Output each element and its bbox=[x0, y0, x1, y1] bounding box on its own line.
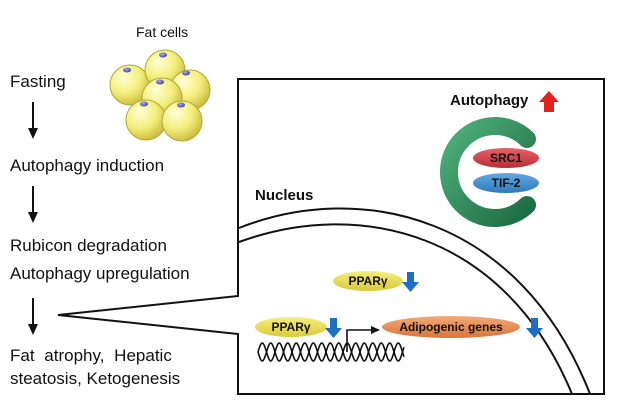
step-autophagy-induction: Autophagy induction bbox=[10, 156, 165, 175]
fat-cell bbox=[125, 99, 167, 141]
src1-label: SRC1 bbox=[489, 151, 522, 165]
nuclear-envelope-outer bbox=[238, 207, 591, 395]
fat-cell-cluster bbox=[109, 49, 211, 142]
step-fasting: Fasting bbox=[10, 72, 66, 91]
autophagosome bbox=[440, 117, 536, 227]
transcription-arrow bbox=[346, 326, 380, 352]
tif2-label: TIF-2 bbox=[491, 176, 521, 190]
ppar-upper-down-arrow bbox=[402, 272, 419, 292]
fat-cell bbox=[161, 100, 203, 142]
ppar-lower-label: PPARγ bbox=[271, 320, 311, 334]
callout-panel bbox=[57, 78, 605, 395]
ppar-lower-oval bbox=[255, 317, 327, 337]
flow-arrow bbox=[28, 186, 38, 223]
step-outcome-line2: steatosis, Ketogenesis bbox=[10, 369, 181, 388]
step-outcome-line1: Fat atrophy, Hepatic bbox=[10, 346, 172, 365]
adipogenic-down-arrow bbox=[526, 318, 543, 338]
ppar-upper-oval bbox=[333, 271, 403, 291]
step-autophagy-upregulation: Autophagy upregulation bbox=[10, 264, 190, 283]
tif2-oval bbox=[473, 173, 539, 193]
step-rubicon-degradation: Rubicon degradation bbox=[10, 236, 167, 255]
nuclear-envelope-inner bbox=[238, 223, 573, 395]
flow-arrow bbox=[28, 102, 38, 139]
nucleus-label: Nucleus bbox=[255, 187, 314, 204]
dna-helix bbox=[257, 342, 405, 362]
autophagy-label: Autophagy bbox=[450, 92, 529, 109]
src1-oval bbox=[473, 148, 539, 168]
fat-cells-label: Fat cells bbox=[136, 24, 189, 40]
ppar-lower-down-arrow bbox=[325, 318, 342, 338]
adipogenic-genes-label: Adipogenic genes bbox=[399, 320, 503, 334]
ppar-upper-label: PPARγ bbox=[348, 274, 388, 288]
adipogenic-genes-oval bbox=[382, 316, 520, 338]
autophagy-up-arrow bbox=[539, 91, 559, 112]
flow-arrow bbox=[28, 298, 38, 335]
